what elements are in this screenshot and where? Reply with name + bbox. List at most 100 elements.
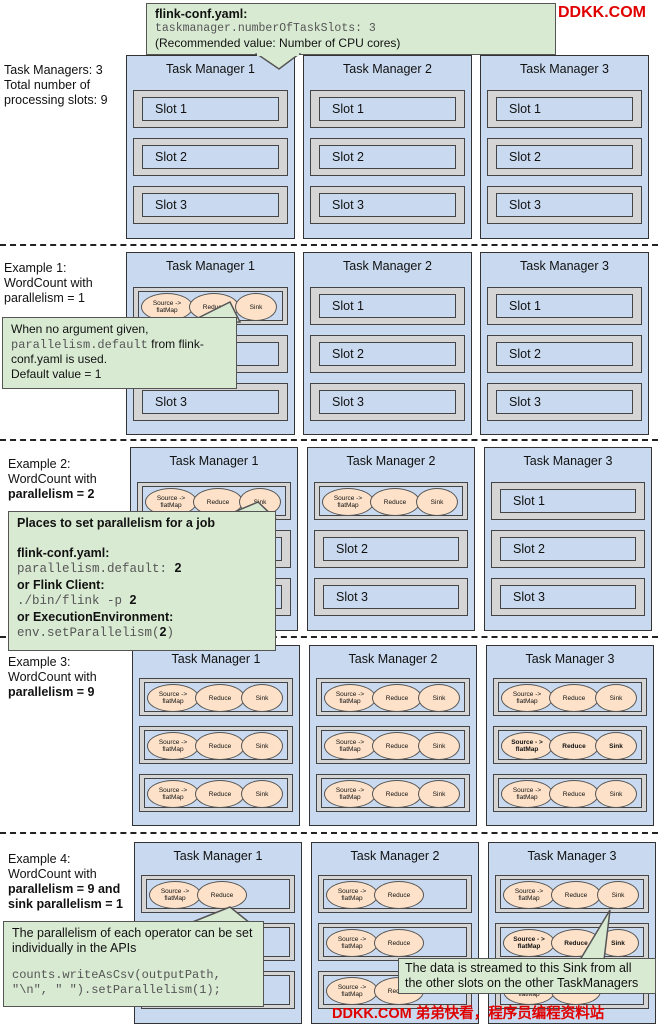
note-places-h2: or Flink Client: [17,577,105,592]
note-places-c3b: ) [166,626,174,640]
example2-parallelism: parallelism = 2 [8,487,95,501]
operator-source: Source -> flatMap [147,684,199,712]
operator-source: Source -> flatMap [324,732,376,760]
operator-reduce: Reduce [195,684,245,712]
note-operator-code2: "\n", " ").setParallelism(1); [12,983,221,997]
watermark-bottom: DDKK.COM 弟弟快看，程序员编程资料站 [332,1006,605,1022]
row3-label: Example 2: WordCount with parallelism = … [8,457,97,502]
task-slot-inner: Slot 1 [500,489,636,513]
operator-source: Source -> flatMap [324,780,376,808]
example2-desc: WordCount with [8,472,97,486]
operator-sink: Sink [416,488,458,516]
separator-1 [0,244,658,246]
task-manager-title: Task Manager 3 [525,652,615,666]
config-note-title: flink-conf.yaml: [155,7,248,21]
slots-total-text-1: Total number of [4,78,91,92]
task-manager-title: Task Manager 1 [166,62,255,76]
operator-source: Source -> flatMap [326,929,378,957]
task-slot-inner: Slot 2 [500,537,636,561]
task-slot-inner: Slot 3 [500,585,636,609]
example3-desc: WordCount with [8,670,97,684]
task-slot-inner: Slot 1 [319,294,456,318]
task-slot-label: Slot 3 [336,590,368,604]
task-slot-inner: Slot 2 [496,342,633,366]
task-slot-label: Slot 2 [332,150,364,164]
task-slot-label: Slot 2 [513,542,545,556]
note-places-title: Places to set parallelism for a job [17,516,215,530]
operator-source: Source -> flatMap [503,881,555,909]
operator-source: Source -> flatMap [147,780,199,808]
operator-source: Source -> flatMap [326,881,378,909]
example4-title: Example 4: [8,852,71,866]
operator-reduce: Reduce [370,488,420,516]
operator-reduce: Reduce [372,684,422,712]
task-slot-label: Slot 1 [155,102,187,116]
example4-sink-parallelism: sink parallelism = 1 [8,897,123,911]
task-slot-2: Slot 2 [487,138,642,176]
task-manager-title: Task Manager 2 [343,259,432,273]
operator-reduce: Reduce [195,732,245,760]
note-default-parallelism: When no argument given, parallelism.defa… [2,317,237,389]
task-slot-2: Slot 2 [491,530,645,568]
slots-total-text-2: processing slots: 9 [4,93,108,107]
task-slot-inner: Slot 3 [142,193,279,217]
task-slot-1: Slot 1 [310,287,465,325]
example3-title: Example 3: [8,655,71,669]
task-slot-label: Slot 1 [509,299,541,313]
task-slot-inner: Slot 1 [142,97,279,121]
operator-source: Source -> flatMap [322,488,374,516]
note-operator-parallelism: The parallelism of each operator can be … [3,921,264,1007]
operator-sink: Sink [595,780,637,808]
task-slot-label: Slot 2 [155,150,187,164]
task-slot-inner: Slot 1 [319,97,456,121]
operator-sink: Sink [418,732,460,760]
task-slot-inner: Slot 2 [496,145,633,169]
task-slot-3: Slot 3 [491,578,645,616]
config-note-code: taskmanager.numberOfTaskSlots: 3 [155,21,376,35]
task-slot-3: Slot 3 [133,383,288,421]
task-slot-3: Slot 3 [487,383,642,421]
operator-source: Source - > flatMap [503,929,555,957]
operator-reduce: Reduce [372,780,422,808]
task-manager-title: Task Manager 2 [350,849,440,863]
task-slot-1: Slot 1 [310,90,465,128]
note-places-v3: 2 [159,625,167,639]
task-slot-2: Slot 2 [487,335,642,373]
note-places-parallelism: Places to set parallelism for a job flin… [8,511,276,651]
operator-source: Source - > flatMap [501,732,553,760]
task-slot-label: Slot 1 [509,102,541,116]
note-default-line2: from flink- [147,336,204,351]
task-slot-label: Slot 2 [336,542,368,556]
task-manager-title: Task Manager 3 [527,849,617,863]
operator-reduce: Reduce [197,881,247,909]
operator-source: Source -> flatMap [326,977,378,1005]
example4-parallelism: parallelism = 9 and [8,882,121,896]
task-slot-1: Slot 1 [133,90,288,128]
task-manager-title: Task Manager 2 [346,454,436,468]
task-slot-1: Slot 1 [487,287,642,325]
note-sink-line2: the other slots on the other TaskManager… [405,976,639,990]
task-slot-inner: Slot 3 [323,585,459,609]
